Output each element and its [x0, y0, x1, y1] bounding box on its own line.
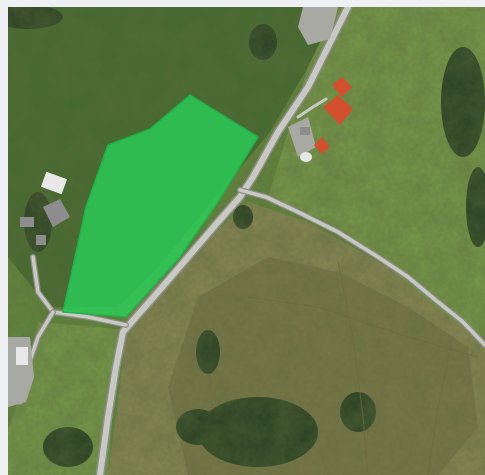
- map-canvas[interactable]: [8, 7, 485, 475]
- highlighted-parcel[interactable]: [62, 94, 260, 318]
- farm-buildings: [300, 77, 353, 162]
- west-house-dark: [43, 199, 70, 227]
- outbuilding: [300, 127, 310, 135]
- barn-roof: [332, 77, 352, 97]
- west-garage: [16, 347, 28, 365]
- west-house-white: [40, 171, 68, 195]
- silo: [300, 152, 312, 162]
- shed-roof: [314, 137, 330, 154]
- main-road: [97, 7, 351, 475]
- side-road-east: [238, 188, 485, 347]
- farm-driveway: [296, 97, 328, 119]
- west-small-building: [36, 235, 46, 245]
- farmhouse-roof: [323, 95, 353, 125]
- satellite-map[interactable]: [8, 7, 485, 475]
- buildings-west: [16, 171, 70, 365]
- west-shed: [20, 217, 34, 227]
- field-boundaries: [247, 261, 479, 475]
